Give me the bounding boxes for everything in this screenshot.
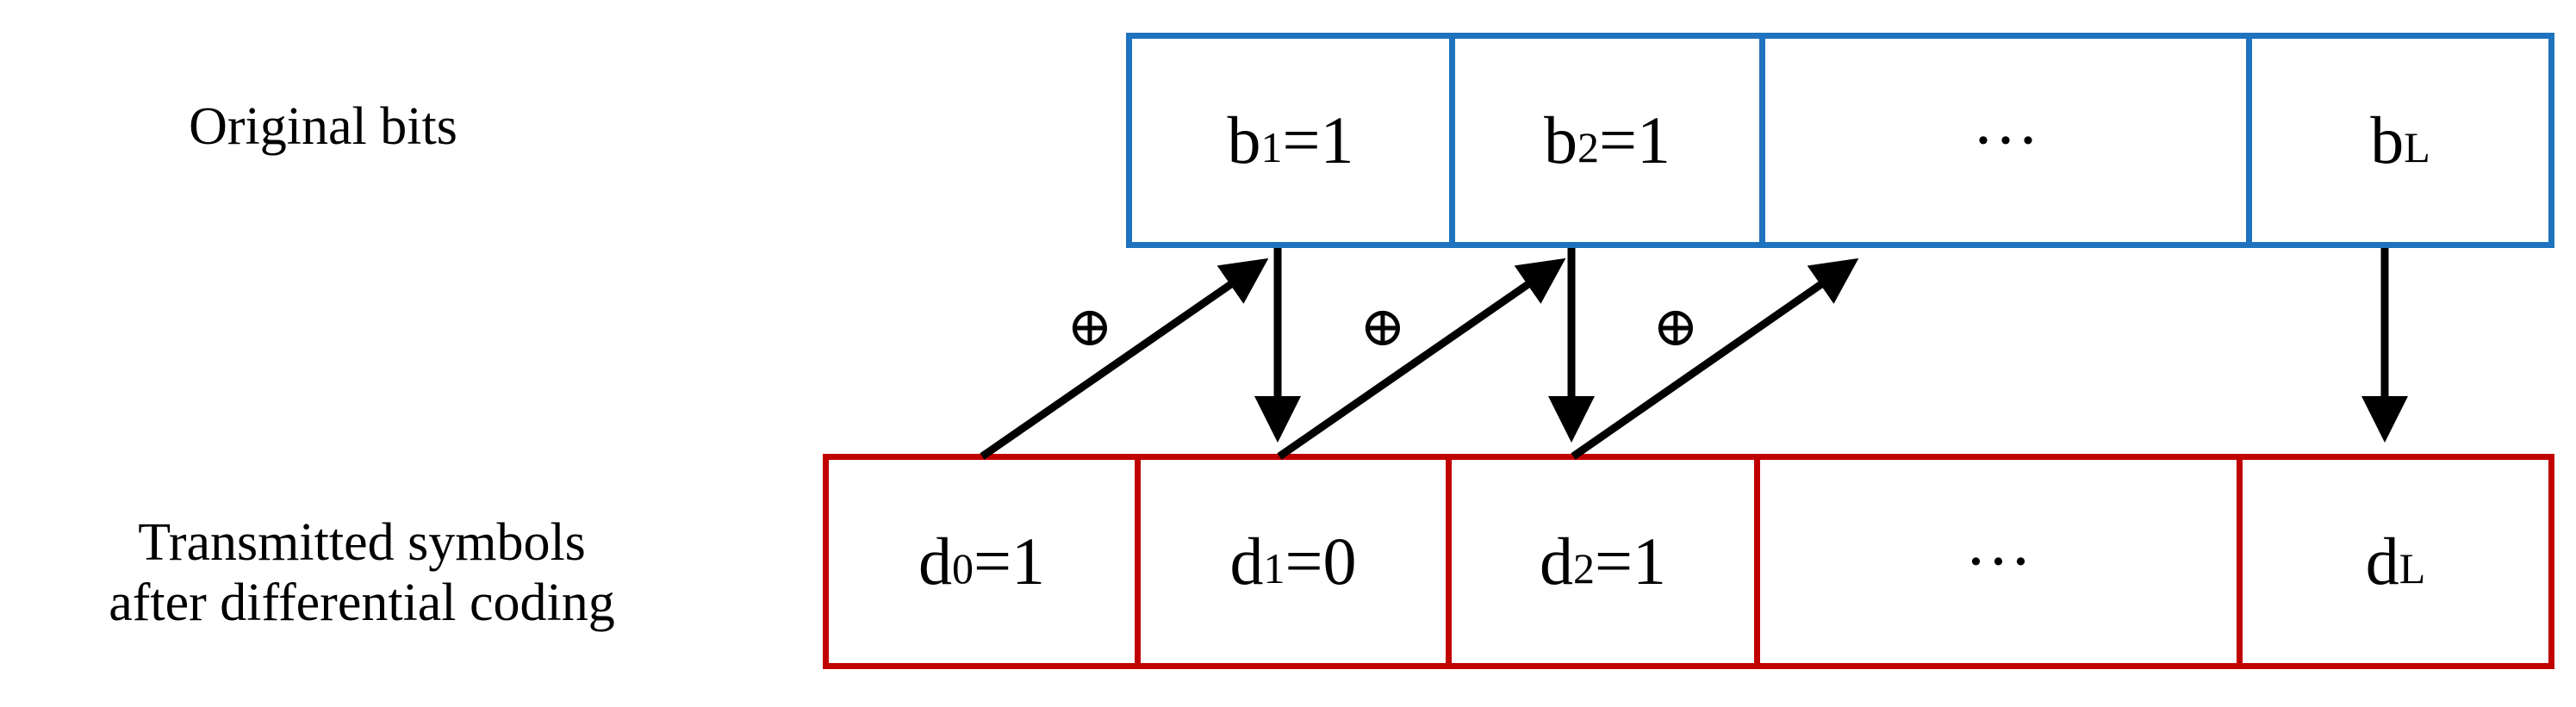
- symbol-base: d: [2365, 524, 2399, 598]
- xor-arrow-d2-to-next: [1571, 257, 1859, 460]
- bit-value: =1: [1282, 102, 1354, 177]
- transmitted-label-line2: after differential coding: [109, 574, 615, 632]
- symbol-base: d: [918, 524, 952, 598]
- xor-symbol-2: ⊕: [1360, 296, 1406, 357]
- bit-base: b: [2370, 102, 2405, 177]
- xor-symbol-3: ⊕: [1652, 296, 1699, 357]
- ellipsis-text: ···: [1972, 102, 2039, 177]
- bit-base: b: [1544, 102, 1577, 177]
- symbol-value: =1: [1595, 524, 1666, 598]
- symbol-base: d: [1229, 524, 1264, 598]
- original-bits-label-text: Original bits: [189, 97, 457, 156]
- symbol-subscript: 2: [1573, 544, 1595, 592]
- symbol-subscript: L: [2399, 544, 2426, 592]
- xor-arrow-d1-to-b2: [1277, 257, 1566, 460]
- transmitted-label-line1: Transmitted symbols: [138, 513, 586, 572]
- symbol-cell-ellipsis: ···: [1754, 460, 2237, 663]
- bit-value: =1: [1599, 102, 1671, 177]
- transmitted-symbols-label: Transmitted symbols after differential c…: [34, 512, 689, 633]
- ellipsis-text: ···: [1964, 524, 2032, 598]
- xor-symbol-1: ⊕: [1067, 296, 1113, 357]
- xor-arrow-d0-to-b1: [980, 257, 1269, 460]
- bit-subscript: 2: [1577, 123, 1599, 171]
- original-bits-label: Original bits: [129, 96, 517, 157]
- symbol-subscript: 0: [952, 544, 974, 592]
- bit-subscript: L: [2404, 123, 2430, 171]
- symbol-value: =1: [974, 524, 1045, 598]
- symbol-subscript: 1: [1263, 544, 1285, 592]
- symbol-base: d: [1540, 524, 1573, 598]
- symbol-value: =0: [1285, 524, 1357, 598]
- bit-subscript: 1: [1260, 123, 1283, 171]
- bit-cell-ellipsis: ···: [1759, 39, 2246, 242]
- bit-base: b: [1227, 102, 1261, 177]
